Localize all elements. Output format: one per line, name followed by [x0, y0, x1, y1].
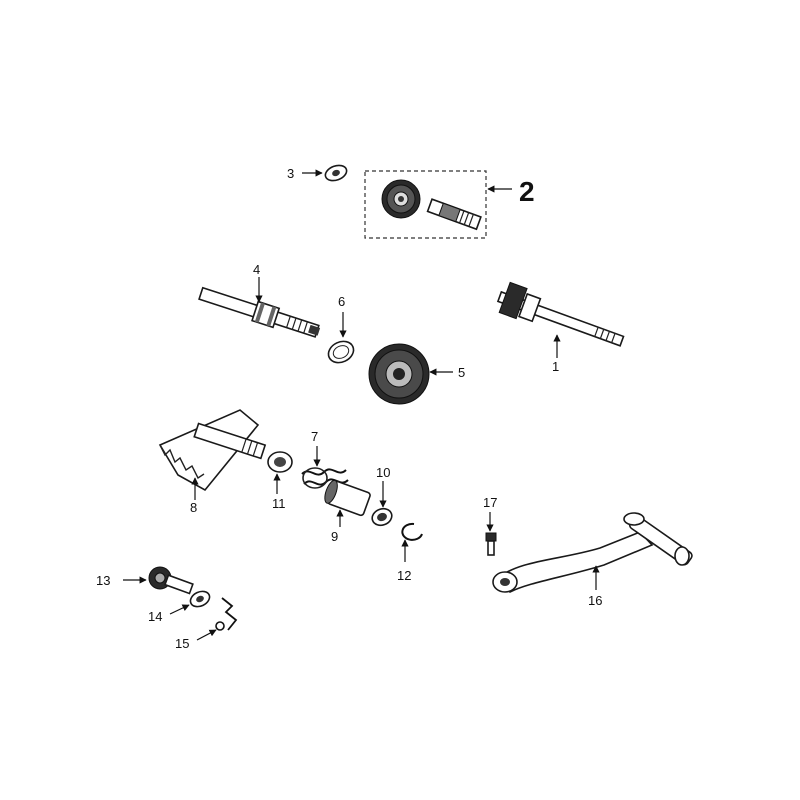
callout-2: 2 [519, 176, 535, 207]
callout-11: 10 [376, 465, 390, 480]
part-3-washer [324, 164, 348, 182]
part-4-shaft [198, 286, 321, 338]
leader-15 [196, 629, 217, 641]
part-13-drive-gear [148, 566, 194, 595]
part-1-gear-shaft [496, 281, 625, 347]
callout-17: 17 [483, 495, 497, 510]
part-16-kick-lever [492, 512, 693, 593]
part-6-bushing-ring [327, 340, 355, 364]
callout-4: 4 [253, 262, 260, 277]
callout-8: 7 [311, 429, 318, 444]
callout-5: 5 [458, 365, 465, 380]
callout-1: 1 [552, 359, 559, 374]
leader-14 [169, 604, 190, 615]
part-5-gear [368, 343, 430, 405]
callout-6: 6 [338, 294, 345, 309]
callout-12: 12 [397, 568, 411, 583]
callout-13: 13 [96, 573, 110, 588]
callout-3: 3 [287, 166, 294, 181]
callout-10: 9 [331, 529, 338, 544]
part-2-group-box [364, 170, 487, 239]
part-15-clip [215, 597, 238, 631]
part-9-bushing [267, 451, 293, 473]
part-2-gear-assembly [381, 179, 482, 231]
callout-7: 8 [190, 500, 197, 515]
part-11-washer [371, 507, 393, 527]
part-10-sleeve [324, 479, 371, 517]
part-12-circlip [401, 522, 423, 541]
callout-16: 16 [588, 593, 602, 608]
callout-9: 11 [272, 496, 286, 511]
callout-14: 14 [148, 609, 162, 624]
part-7-kick-shaft-sector [158, 409, 267, 492]
part-17-bolt [485, 532, 497, 556]
part-14-washer [189, 590, 211, 608]
callout-15: 15 [175, 636, 189, 651]
